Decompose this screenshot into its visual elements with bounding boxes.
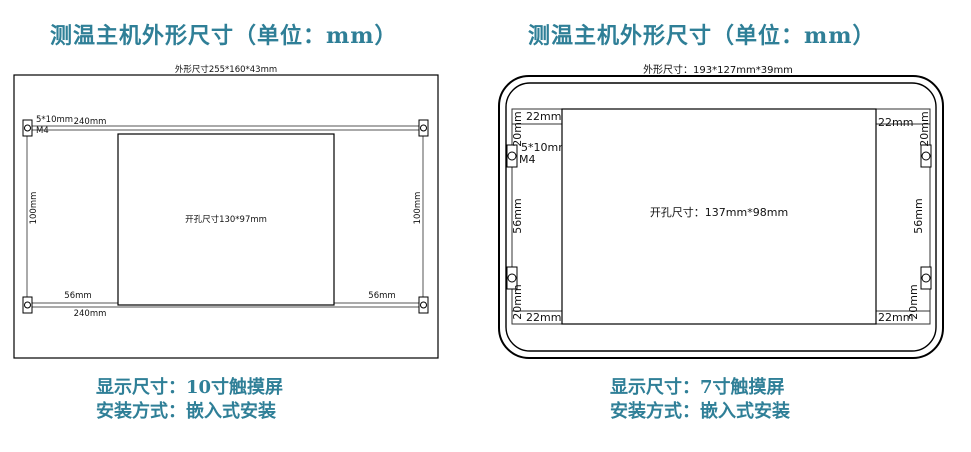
right-mount-hole-br [920,266,932,290]
left-hole-size-label: 5*10mm [36,115,73,125]
right-left-height-label: 56mm [511,198,524,233]
left-cutout-label: 开孔尺寸130*97mm [185,214,267,225]
left-right-height-label: 100mm [413,192,423,225]
left-caption: 显示尺寸：10寸触摸屏 安装方式：嵌入式安装 [96,376,283,424]
left-top-span-label: 240mm [74,117,107,127]
left-display-size: 显示尺寸：10寸触摸屏 [96,377,284,398]
right-diagram-title: 测温主机外形尺寸（单位：mm） [528,23,876,49]
right-top-right-height-label: 20mm [918,111,931,146]
right-cutout-label: 开孔尺寸：137mm*98mm [650,205,788,219]
right-top-right-width-label: 22mm [878,116,913,129]
left-outer-frame [13,74,439,359]
right-top-left-height-label: 20mm [511,111,524,146]
left-outer-size-label: 外形尺寸255*160*43mm [175,64,277,75]
right-caption: 显示尺寸：7寸触摸屏 安装方式：嵌入式安装 [610,376,790,424]
right-cutout [561,108,877,325]
right-bottom-right-width-label: 22mm [878,311,913,324]
right-screw-label: M4 [519,153,536,166]
left-screw-label: M4 [36,126,49,136]
left-diagram: 外形尺寸255*160*43mm 5*10mm M4 240mm 240mm 5… [13,64,439,359]
right-mount-hole-tl [506,144,518,168]
left-left-offset-label: 56mm [64,291,91,301]
right-mount-hole-tr [920,144,932,168]
right-display-size: 显示尺寸：7寸触摸屏 [610,377,785,398]
right-inner-frame [505,82,937,352]
right-mount-hole-bl [506,266,518,290]
left-install-method: 安装方式：嵌入式安装 [96,401,276,422]
right-outer-size-label: 外形尺寸：193*127mm*39mm [643,63,793,76]
left-mount-hole-bl [22,296,33,314]
left-diagram-title: 测温主机外形尺寸（单位：mm） [50,23,398,49]
right-bottom-left-height-label: 20mm [511,284,524,319]
left-left-height-label: 100mm [29,192,39,225]
right-bottom-left-width-label: 22mm [526,311,561,324]
right-bottom-right-height-label: 20mm [907,284,920,319]
left-mount-hole-tl [22,119,33,137]
left-bottom-span-label: 240mm [74,309,107,319]
left-mount-hole-br [418,296,429,314]
right-right-height-label: 56mm [912,198,925,233]
right-install-method: 安装方式：嵌入式安装 [610,401,790,422]
right-outer-frame [498,75,944,359]
right-top-left-width-label: 22mm [526,110,561,123]
right-diagram: 外形尺寸：193*127mm*39mm 22mm 22mm 22mm 22mm [498,63,944,359]
left-cutout [117,133,335,306]
left-mount-hole-tr [418,119,429,137]
right-hole-size-label: 5*10mm [521,141,569,154]
left-right-offset-label: 56mm [368,291,395,301]
